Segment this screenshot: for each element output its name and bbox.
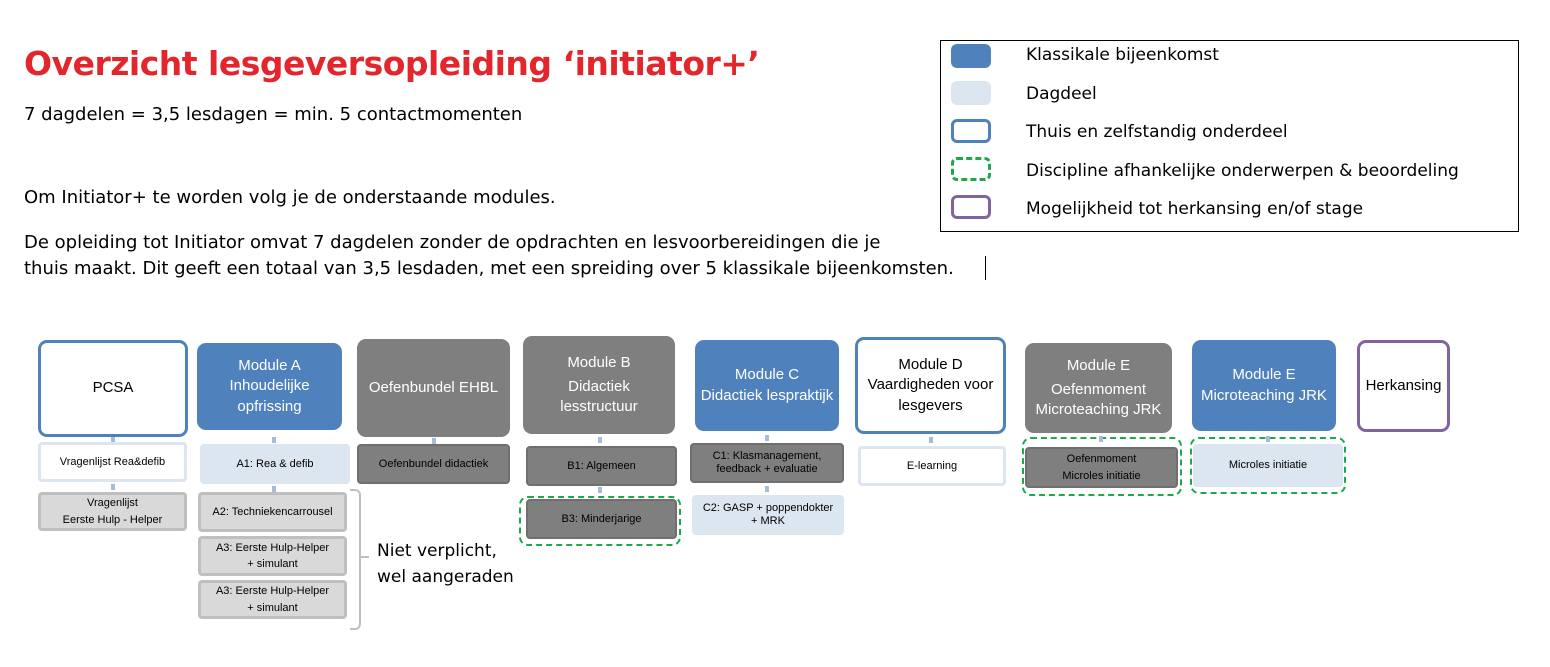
- module-title: Herkansing: [1365, 376, 1442, 394]
- module-a1: A1: Rea & defib: [200, 444, 350, 484]
- module-d: Module D Vaardigheden voor lesgevers: [855, 337, 1006, 434]
- sub-label: Oefenbundel didactiek: [378, 457, 489, 470]
- paragraph-line-1: De opleiding tot Initiator omvat 7 dagde…: [24, 232, 881, 253]
- module-subtitle: lesstructuur: [560, 398, 638, 416]
- sub-label: Vragenlijst: [87, 497, 138, 509]
- module-d-elearning: E-learning: [858, 446, 1006, 486]
- module-title: Oefenbundel EHBL: [368, 378, 499, 396]
- module-b: Module B Didactiek lesstructuur: [523, 336, 675, 434]
- legend-swatch-discipline: [951, 157, 991, 181]
- module-title: Module B: [567, 353, 631, 371]
- module-b1: B1: Algemeen: [526, 446, 677, 486]
- module-subtitle: Microteaching JRK: [1035, 401, 1162, 419]
- module-a3: A3: Eerste Hulp-Helper + simulant: [198, 536, 347, 576]
- module-e-microteaching: Module E Microteaching JRK: [1192, 340, 1336, 431]
- oefenbundel-didactiek: Oefenbundel didactiek: [357, 444, 510, 484]
- legend-swatch-thuis: [951, 119, 991, 143]
- sub-label: C2: GASP + poppendokter + MRK: [702, 501, 834, 527]
- module-e-microles: Microles initiatie: [1193, 444, 1343, 487]
- module-b3: B3: Minderjarige: [526, 499, 677, 539]
- module-oefenbundel-ehbl: Oefenbundel EHBL: [357, 339, 510, 437]
- module-subtitle: Didactiek lespraktijk: [700, 386, 834, 404]
- module-title: Module E: [1232, 366, 1296, 384]
- module-title: Module A: [238, 357, 301, 375]
- discipline-border: [519, 496, 681, 546]
- legend: Klassikale bijeenkomst Dagdeel Thuis en …: [940, 40, 1519, 232]
- legend-swatch-klassikaal: [951, 44, 991, 68]
- module-subtitle: Microteaching JRK: [1201, 386, 1327, 404]
- module-a2: A2: Techniekencarrousel: [198, 492, 347, 532]
- optional-note: Niet verplicht, wel aangeraden: [377, 538, 514, 590]
- module-subtitle: Vaardigheden voor lesgevers: [867, 376, 994, 414]
- sub-label: A3: Eerste Hulp-Helper + simulant: [215, 541, 330, 571]
- module-a: Module A Inhoudelijke opfrissing: [197, 343, 342, 430]
- module-a3-b: A3: Eerste Hulp-Helper + simulant: [198, 580, 347, 619]
- legend-label: Klassikale bijeenkomst: [1026, 45, 1219, 65]
- pcsa-vragenlijst-rea: Vragenlijst Rea&defib: [38, 442, 187, 482]
- legend-label: Dagdeel: [1026, 84, 1097, 104]
- sub-label: Microles initiatie: [1062, 469, 1141, 482]
- module-title: Module D: [898, 356, 963, 374]
- sub-label: B1: Algemeen: [567, 459, 636, 472]
- sub-label: Oefenmoment: [1066, 453, 1137, 465]
- paragraph-line-2: thuis maakt. Dit geeft een totaal van 3,…: [24, 258, 954, 279]
- sub-label: A1: Rea & defib: [236, 457, 314, 470]
- sub-label: Microles initiatie: [1228, 459, 1308, 472]
- legend-swatch-dagdeel: [951, 81, 991, 105]
- text-cursor: [985, 256, 986, 280]
- sub-label: A3: Eerste Hulp-Helper + simulant: [215, 585, 330, 614]
- module-subtitle: Inhoudelijke: [229, 377, 310, 395]
- legend-label: Discipline afhankelijke onderwerpen & be…: [1026, 161, 1459, 181]
- module-title: Module E: [1066, 356, 1131, 374]
- legend-label: Mogelijkheid tot herkansing en/of stage: [1026, 199, 1364, 219]
- sub-label: B3: Minderjarige: [561, 512, 642, 525]
- module-pcsa: PCSA: [38, 340, 188, 437]
- legend-swatch-herkansing: [951, 195, 991, 219]
- bracket: [350, 489, 361, 630]
- sub-label: Eerste Hulp - Helper: [62, 513, 163, 526]
- module-c2: C2: GASP + poppendokter + MRK: [692, 495, 844, 535]
- module-title: Module C: [734, 366, 800, 384]
- module-herkansing: Herkansing: [1357, 340, 1450, 432]
- sub-label: E-learning: [906, 459, 958, 472]
- sub-label: Vragenlijst Rea&defib: [59, 455, 166, 468]
- intro-text: Om Initiator+ te worden volg je de onder…: [24, 187, 556, 208]
- subtitle: 7 dagdelen = 3,5 lesdagen = min. 5 conta…: [24, 104, 523, 125]
- note-line: wel aangeraden: [377, 567, 514, 587]
- note-line: Niet verplicht,: [377, 541, 497, 561]
- module-subtitle: opfrissing: [237, 397, 302, 415]
- module-subtitle: Oefenmoment: [1050, 380, 1147, 398]
- sub-label: C1: Klasmanagement, feedback + evaluatie: [712, 449, 822, 475]
- module-c: Module C Didactiek lespraktijk: [695, 340, 839, 431]
- module-subtitle: Didactiek: [568, 377, 630, 395]
- module-title: PCSA: [92, 379, 134, 397]
- page-title: Overzicht lesgeversopleiding ‘initiator+…: [24, 44, 760, 83]
- module-c1: C1: Klasmanagement, feedback + evaluatie: [690, 443, 844, 483]
- legend-label: Thuis en zelfstandig onderdeel: [1026, 122, 1288, 142]
- sub-label: A2: Techniekencarrousel: [212, 505, 333, 518]
